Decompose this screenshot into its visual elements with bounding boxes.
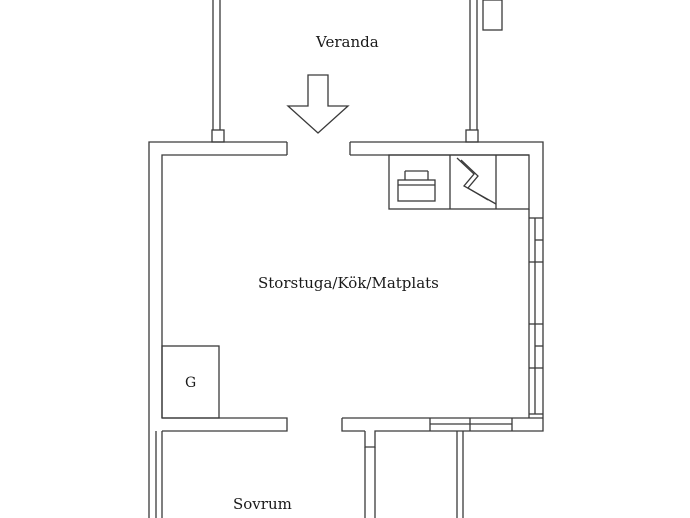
kitchen-counter (388, 154, 530, 210)
room-label-bedroom: Sovrum (233, 495, 292, 513)
stove-zigzag (456, 157, 497, 205)
g-label: G (185, 375, 197, 391)
room-label-living: Storstuga/Kök/Matplats (258, 274, 439, 292)
bedroom-walls (155, 431, 464, 518)
top-wall (148, 129, 544, 518)
entrance-arrow (286, 74, 350, 134)
right-wall (528, 209, 543, 418)
lower-wall (162, 417, 544, 448)
veranda-walls (212, 0, 503, 130)
room-label-veranda: Veranda (316, 33, 379, 51)
